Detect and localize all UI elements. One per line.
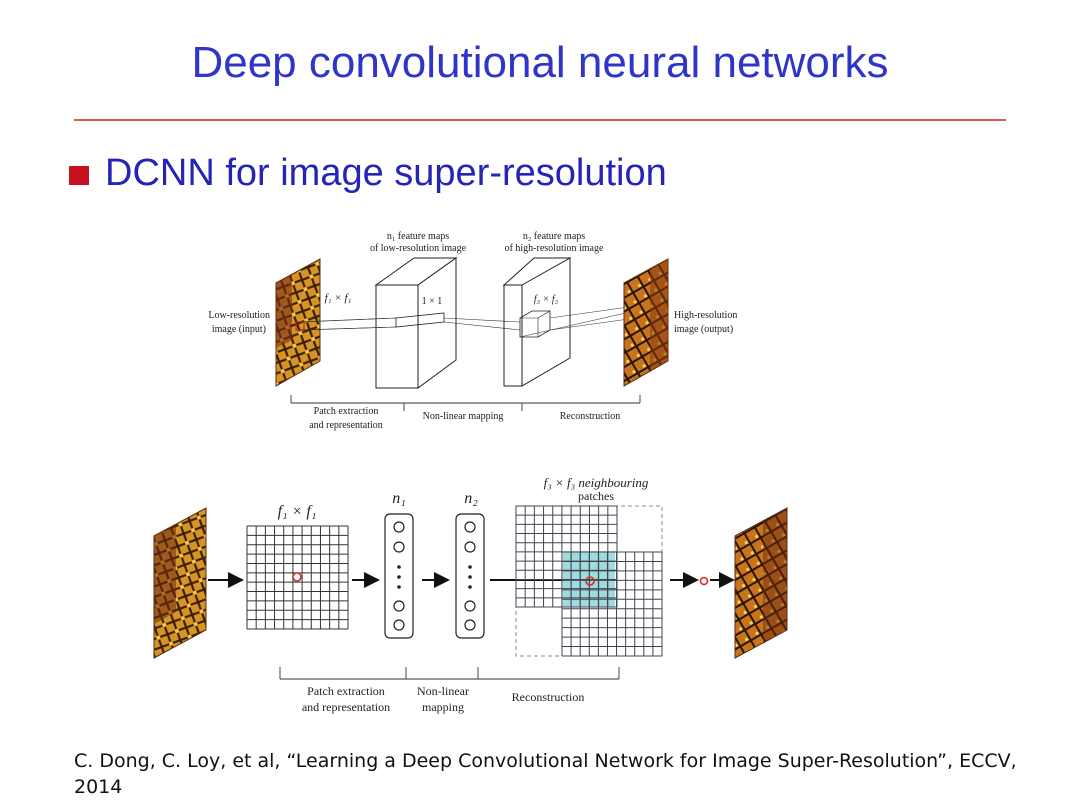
feature-block-n2	[502, 257, 572, 387]
patch-center-marker	[585, 576, 595, 586]
top-diagram: n₁ feature maps of low-resolution image …	[208, 231, 737, 431]
n1-feature-column	[384, 513, 414, 639]
label-n1-sub: of low-resolution image	[370, 243, 467, 254]
top-stage-1a: Patch extraction	[314, 406, 379, 417]
bullet-square-icon	[69, 166, 89, 185]
label-kernel-f3: f₃ × f₃	[534, 294, 559, 305]
output-pixel-marker	[699, 576, 709, 586]
bottom-stage-2a: Non-linear	[417, 684, 469, 698]
top-stage-1b: and representation	[309, 420, 383, 431]
label-kernel-f1: f₁ × f₁	[325, 292, 352, 304]
label-output-2: image (output)	[674, 324, 733, 335]
bottom-stage-1a: Patch extraction	[307, 684, 385, 698]
bottom-stage-2b: mapping	[422, 700, 464, 714]
bottom-diagram: f₁ × f₁ n₁ n₂	[153, 475, 788, 714]
label-patches-1: f₃ × f₃ neighbouring	[544, 475, 649, 490]
label-input-1: Low-resolution	[208, 310, 270, 321]
projection-lines	[295, 305, 637, 338]
neighbouring-patches	[515, 505, 663, 657]
label-n1-feature-maps: n₁ feature maps	[387, 231, 449, 242]
label-n1: n₁	[392, 490, 406, 507]
top-stage-brace	[290, 395, 641, 411]
f1-grid	[246, 525, 349, 630]
top-stage-2: Non-linear mapping	[423, 411, 504, 422]
n2-feature-column	[455, 513, 485, 639]
bottom-stage-1b: and representation	[302, 700, 390, 714]
label-n2-feature-maps: n₂ feature maps	[523, 231, 585, 242]
feature-block-n1	[374, 257, 458, 389]
title-divider	[74, 119, 1006, 121]
label-output-1: High-resolution	[674, 310, 737, 321]
label-patches-2: patches	[578, 489, 614, 503]
label-kernel-1x1: 1 × 1	[422, 296, 443, 307]
bottom-stage-brace	[279, 667, 620, 680]
slide-title: Deep convolutional neural networks	[191, 38, 889, 87]
label-n2-sub: of high-resolution image	[505, 243, 604, 254]
citation: C. Dong, C. Loy, et al, “Learning a Deep…	[74, 750, 1017, 798]
label-n2: n₂	[464, 490, 478, 507]
bottom-stage-3: Reconstruction	[512, 690, 585, 704]
bullet-heading: DCNN for image super-resolution	[105, 152, 667, 194]
grid-center-marker	[292, 572, 302, 582]
label-grid-f1: f₁ × f₁	[278, 503, 317, 520]
top-stage-3: Reconstruction	[560, 411, 621, 422]
label-input-2: image (input)	[212, 324, 266, 335]
